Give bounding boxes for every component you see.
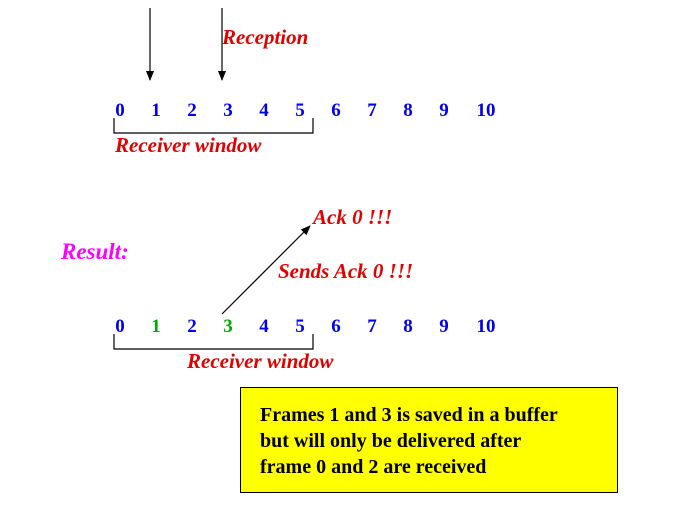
top-frame-10: 10 <box>476 100 496 121</box>
top-frame-0: 0 <box>115 100 125 121</box>
ack-label: Ack 0 !!! <box>313 205 393 229</box>
reception-label: Reception <box>222 25 309 49</box>
top-frame-8: 8 <box>403 100 413 121</box>
note-line: frame 0 and 2 are received <box>260 456 487 478</box>
top-frame-3: 3 <box>223 100 233 121</box>
top-frame-5: 5 <box>295 100 305 121</box>
bottom-frame-1: 1 <box>151 316 161 337</box>
top-receiver-window-label: Receiver window <box>115 133 262 157</box>
buffer-note: Frames 1 and 3 is saved in a buffer but … <box>240 387 618 493</box>
top-frame-6: 6 <box>331 100 341 121</box>
bottom-frame-3: 3 <box>223 316 233 337</box>
top-frame-9: 9 <box>439 100 449 121</box>
ack-arrow <box>221 225 311 315</box>
bottom-frame-7: 7 <box>367 316 377 337</box>
top-frame-4: 4 <box>259 100 269 121</box>
bottom-window-bracket <box>113 334 314 350</box>
bottom-receiver-window-label: Receiver window <box>187 349 334 373</box>
bottom-frame-10: 10 <box>476 316 496 337</box>
top-frame-1: 1 <box>151 100 161 121</box>
bottom-frame-9: 9 <box>439 316 449 337</box>
top-frame-2: 2 <box>187 100 197 121</box>
bottom-frame-8: 8 <box>403 316 413 337</box>
bottom-frame-2: 2 <box>187 316 197 337</box>
note-line: but will only be delivered after <box>260 430 522 452</box>
result-label: Result: <box>61 239 129 264</box>
bottom-frame-5: 5 <box>295 316 305 337</box>
bottom-frame-4: 4 <box>259 316 269 337</box>
top-frame-7: 7 <box>367 100 377 121</box>
note-line: Frames 1 and 3 is saved in a buffer <box>260 404 558 426</box>
top-window-bracket <box>113 118 314 134</box>
sends-ack-label: Sends Ack 0 !!! <box>278 259 414 283</box>
bottom-frame-0: 0 <box>115 316 125 337</box>
bottom-frame-6: 6 <box>331 316 341 337</box>
